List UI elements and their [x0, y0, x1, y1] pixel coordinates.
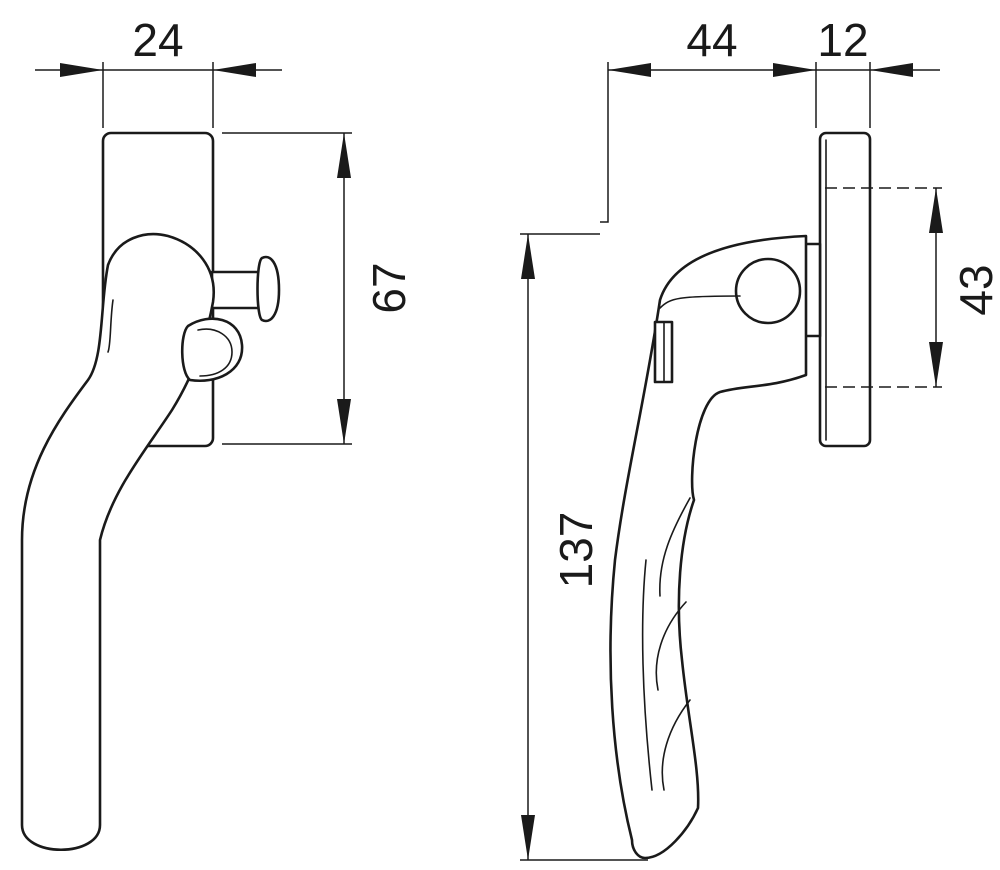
- side-grip-grooves: [641, 497, 691, 791]
- dimension-front-width: 24: [35, 14, 282, 128]
- dimension-label-43: 43: [950, 264, 1000, 315]
- side-handle: [609, 234, 808, 860]
- dimension-front-height: 67: [222, 132, 415, 445]
- dimension-label-44: 44: [686, 14, 737, 66]
- front-handle: [20, 232, 216, 852]
- front-view: [20, 131, 281, 852]
- front-handle-edge: [107, 299, 114, 353]
- side-handle-cap: [653, 320, 674, 384]
- dimension-label-137: 137: [550, 512, 602, 589]
- lever-knob: [180, 317, 244, 383]
- side-hub-circle: [734, 257, 802, 325]
- dimension-label-67: 67: [363, 262, 415, 313]
- side-base-plate: [818, 131, 872, 448]
- side-view: [609, 131, 942, 860]
- side-handle-inner-edge: [659, 295, 741, 309]
- dimension-side-hole-spacing: 43: [929, 188, 1000, 387]
- dimension-total-length: 137: [520, 233, 648, 861]
- lock-button: [210, 255, 281, 323]
- dimension-side-projection: 44 12: [600, 14, 940, 223]
- dimension-label-12: 12: [817, 14, 868, 66]
- dimension-label-24: 24: [132, 14, 183, 66]
